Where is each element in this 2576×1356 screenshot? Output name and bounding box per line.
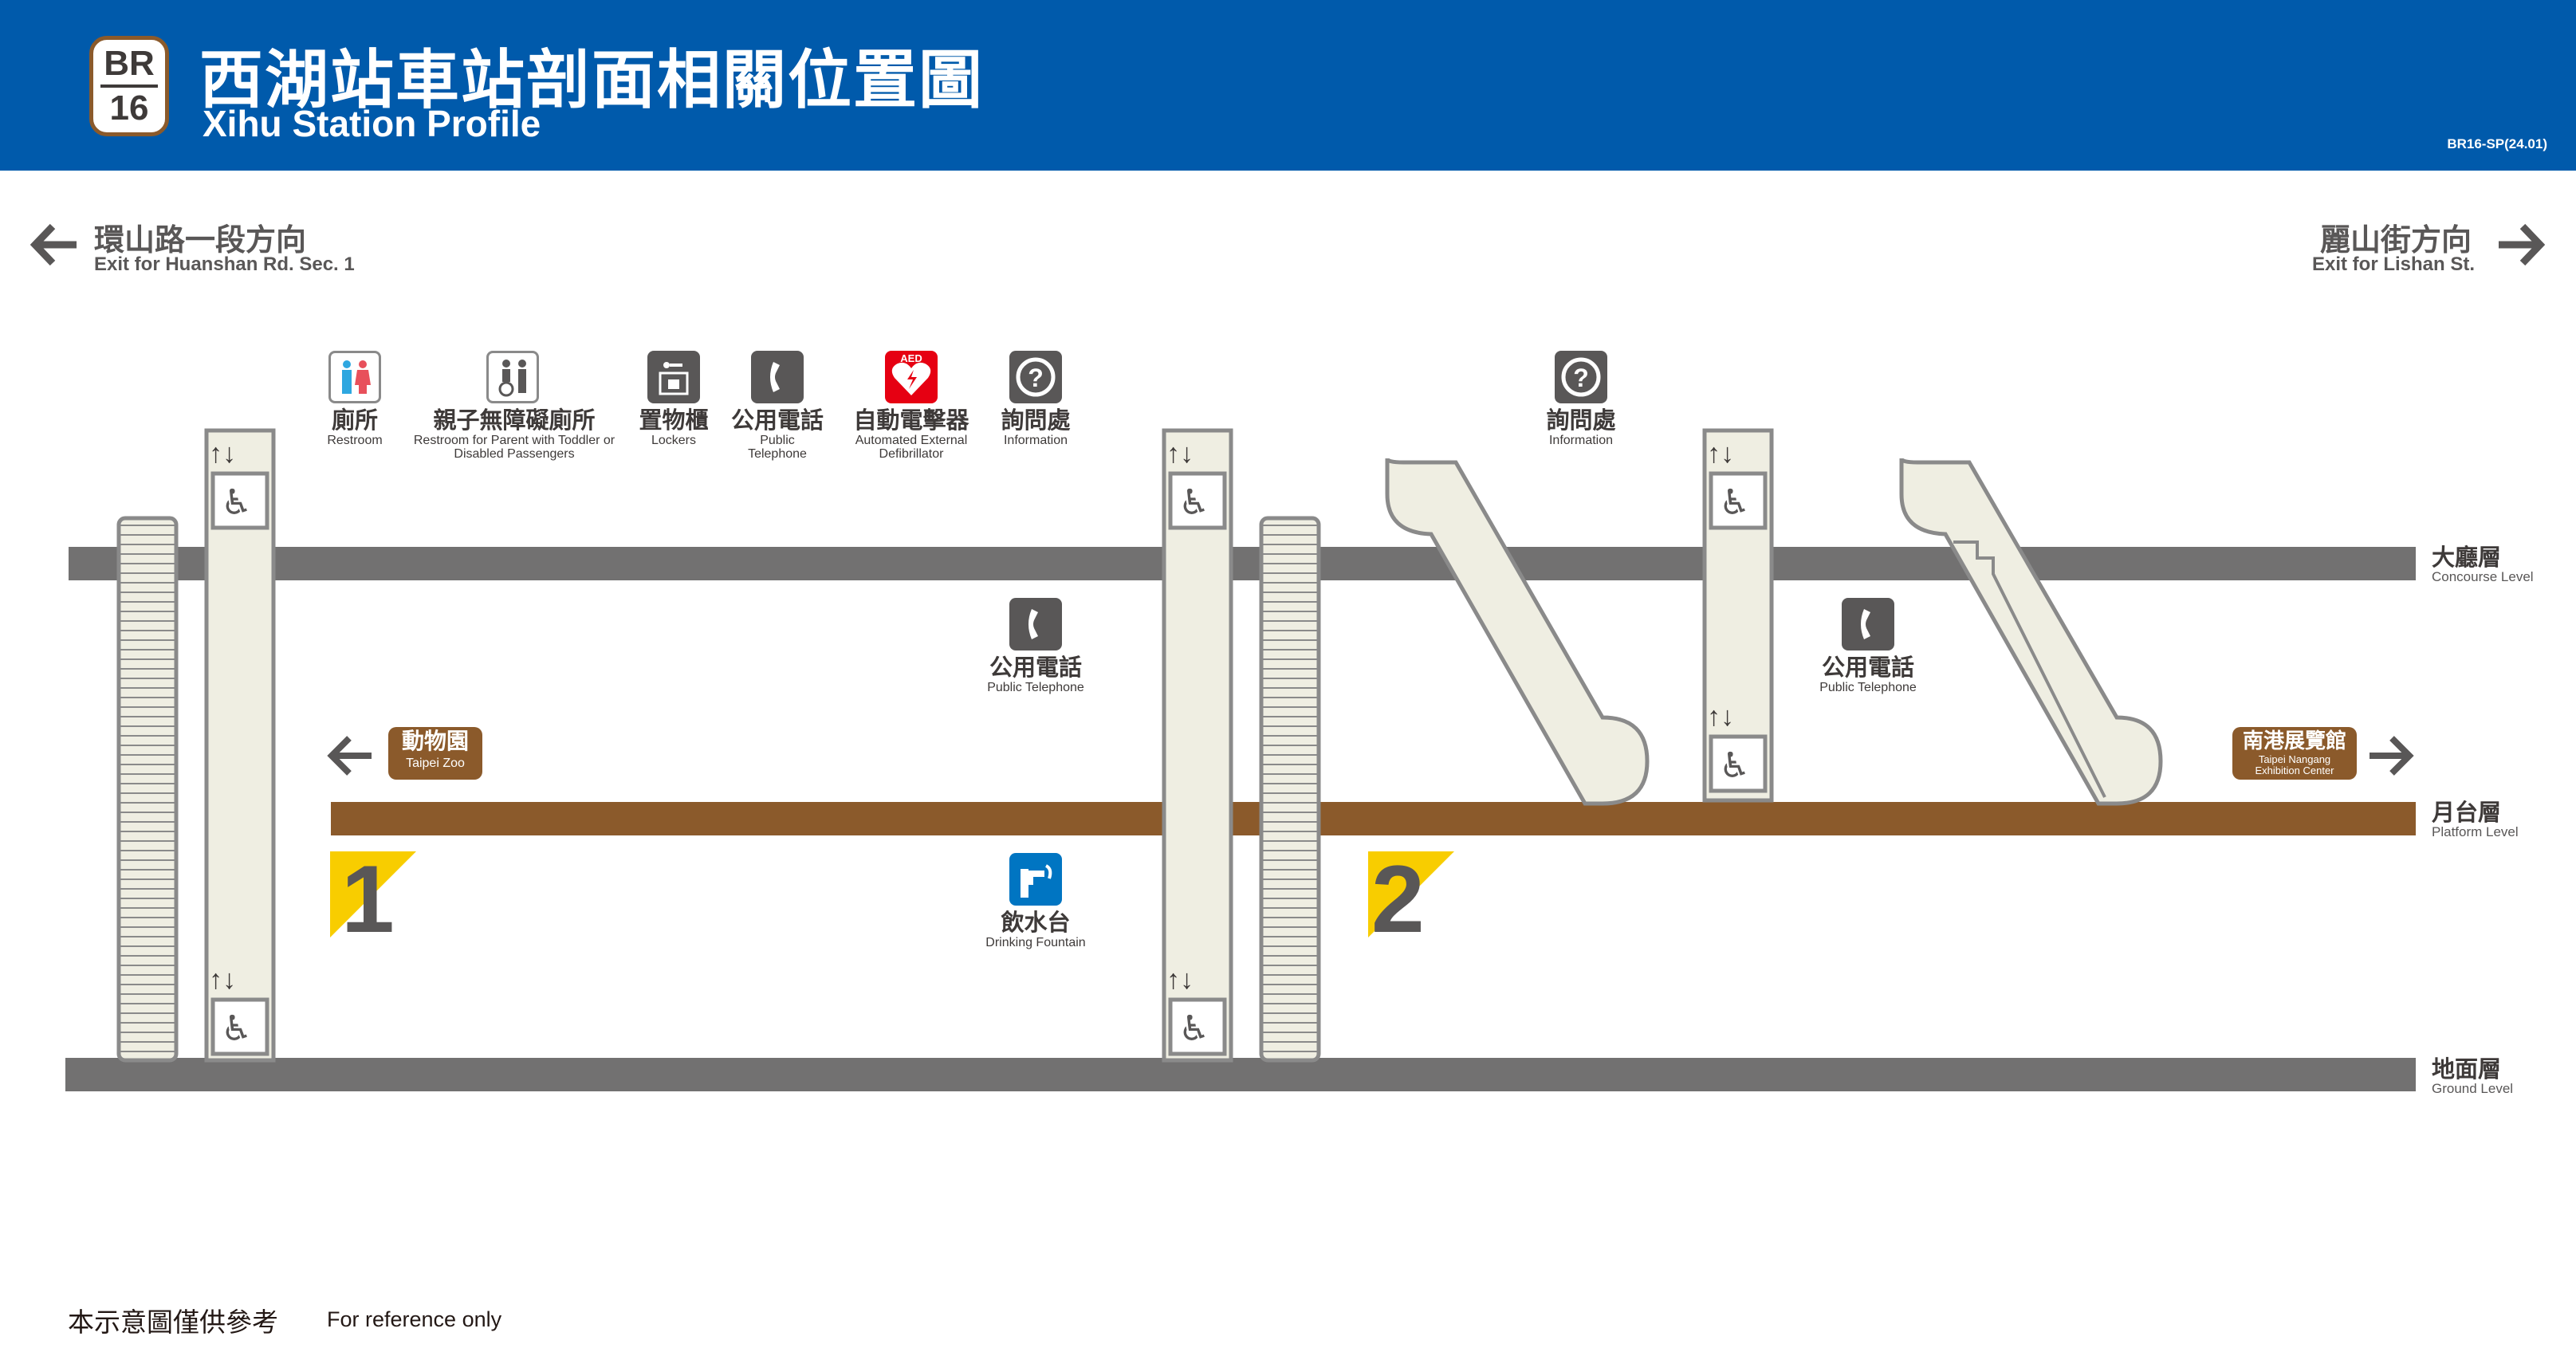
elevator-middle [1162, 428, 1233, 1063]
stairs-middle [1259, 516, 1321, 1063]
svg-text:↑↓: ↑↓ [1707, 702, 1734, 732]
arrow-left-icon [327, 736, 372, 776]
page-title-zh: 西湖站車站剖面相關位置圖 [199, 45, 984, 116]
platform-1-marker [330, 851, 416, 937]
telephone-right: 公用電話 Public Telephone [1819, 655, 1917, 694]
level-platform-zh: 月台層 [2432, 800, 2502, 826]
svg-text:♿: ♿ [1178, 1008, 1209, 1049]
family-accessible-restroom-icon [486, 351, 539, 403]
telephone-icon [1009, 598, 1062, 650]
stairs-left [116, 516, 179, 1063]
svg-text:♿: ♿ [221, 482, 252, 523]
direction-right-en: Exit for Lishan St. [2312, 254, 2476, 275]
arrow-right-icon [2370, 736, 2414, 776]
information-right: 詢問處 Information [1546, 408, 1616, 447]
header-bar [0, 0, 2576, 171]
facility-information: 詢問處 Information [1001, 408, 1071, 447]
svg-text:↑↓: ↑↓ [209, 965, 236, 995]
station-number-badge: BR 16 [89, 36, 169, 136]
facility-restroom: 廁所 Restroom [327, 408, 383, 447]
platform-1-number: 1 [341, 846, 395, 953]
svg-text:↑↓: ↑↓ [209, 438, 236, 469]
svg-text:?: ? [1573, 364, 1589, 392]
facility-telephone: 公用電話 Public Telephone [730, 408, 824, 461]
page-title-en: Xihu Station Profile [203, 103, 541, 144]
svg-text:♿: ♿ [1719, 745, 1750, 786]
escalator-2 [1899, 458, 2163, 806]
locker-icon [647, 351, 700, 403]
arrow-left-icon [30, 223, 77, 266]
arrow-right-icon [2499, 223, 2545, 266]
destination-left-tag: 動物園 Taipei Zoo [388, 727, 482, 780]
restroom-icon [328, 351, 381, 403]
telephone-middle: 公用電話 Public Telephone [987, 655, 1084, 694]
badge-divider [100, 85, 158, 88]
svg-text:↑↓: ↑↓ [1166, 965, 1194, 995]
information-icon: ? [1555, 351, 1607, 403]
facility-aed: 自動電擊器 Automated External Defibrillator [853, 408, 969, 461]
direction-right-zh: 麗山街方向 [2320, 224, 2472, 257]
svg-text:♿: ♿ [1719, 482, 1750, 523]
aed-icon: AED [885, 351, 938, 403]
direction-left-zh: 環山路一段方向 [94, 224, 307, 257]
footer-disclaimer-zh: 本示意圖僅供參考 [68, 1307, 278, 1337]
information-icon: ? [1009, 351, 1062, 403]
level-concourse-en: Concourse Level [2432, 569, 2534, 584]
svg-text:♿: ♿ [221, 1008, 252, 1049]
svg-text:?: ? [1028, 364, 1044, 392]
level-concourse-zh: 大廳層 [2432, 545, 2502, 571]
drinking-fountain-icon [1009, 853, 1062, 906]
level-platform-en: Platform Level [2432, 824, 2519, 839]
escalator-1 [1385, 458, 1650, 806]
elevator-left [204, 428, 276, 1063]
line-code: BR [104, 44, 155, 83]
document-code: BR16-SP(24.01) [2447, 136, 2547, 151]
drinking-fountain: 飲水台 Drinking Fountain [985, 910, 1086, 949]
aed-label: AED [900, 352, 922, 364]
platform-2-number: 2 [1371, 846, 1425, 953]
footer-disclaimer-en: For reference only [327, 1307, 502, 1331]
telephone-icon [1842, 598, 1894, 650]
facility-lockers: 置物櫃 Lockers [639, 408, 709, 447]
level-ground-zh: 地面層 [2432, 1057, 2502, 1083]
station-number: 16 [109, 88, 149, 128]
svg-text:↑↓: ↑↓ [1166, 438, 1194, 469]
escalator-2-steps [1953, 540, 2106, 798]
platform-2-marker [1368, 851, 1454, 937]
facility-family-restroom: 親子無障礙廁所 Restroom for Parent with Toddler… [413, 408, 615, 461]
platform-floor [331, 802, 2416, 835]
direction-left-en: Exit for Huanshan Rd. Sec. 1 [94, 254, 355, 275]
telephone-icon [751, 351, 804, 403]
svg-text:↑↓: ↑↓ [1707, 438, 1734, 469]
ground-floor [65, 1058, 2416, 1091]
destination-right-tag: 南港展覽館 Taipei Nangang Exhibition Center [2232, 727, 2357, 780]
svg-text:♿: ♿ [1178, 482, 1209, 523]
level-ground-en: Ground Level [2432, 1081, 2514, 1096]
